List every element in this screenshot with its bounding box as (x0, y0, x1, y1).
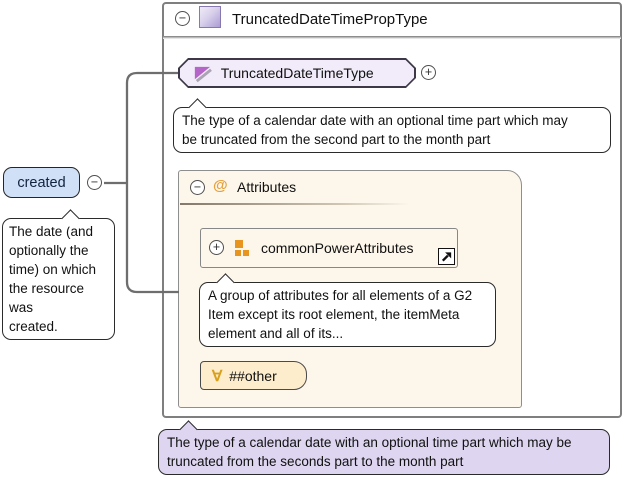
element-collapse-toggle-icon[interactable]: − (87, 175, 102, 190)
collapse-toggle-icon[interactable]: − (175, 11, 190, 26)
simple-type-icon (191, 64, 212, 83)
any-attribute-label: ##other (229, 367, 277, 384)
attributes-title: Attributes (237, 179, 297, 195)
group-expand-toggle-icon[interactable]: + (209, 240, 224, 255)
element-box-created[interactable]: created (3, 167, 80, 198)
complex-type-title: TruncatedDateTimePropType (232, 11, 428, 28)
attribute-group-icon (235, 240, 249, 256)
attributes-at-icon: @ (213, 177, 228, 194)
attributes-separator (180, 203, 410, 205)
expand-toggle-icon[interactable]: + (421, 65, 436, 80)
goto-definition-icon[interactable] (438, 248, 455, 265)
forall-icon: ∀ (212, 367, 223, 385)
base-type-label: TruncatedDateTimeType (220, 65, 374, 81)
complex-type-icon (199, 6, 221, 28)
element-tooltip: The date (and optionally the time) on wh… (2, 218, 115, 340)
base-type-box[interactable]: TruncatedDateTimeType (178, 58, 416, 88)
element-label: created (17, 174, 66, 191)
attribute-group-note: A group of attributes for all elements o… (199, 282, 496, 347)
attributes-collapse-toggle-icon[interactable]: − (190, 180, 205, 195)
base-type-note: The type of a calendar date with an opti… (173, 107, 611, 153)
attribute-group-box[interactable]: + commonPowerAttributes (200, 228, 458, 268)
bottom-annotation-note: The type of a calendar date with an opti… (158, 429, 610, 475)
header-separator (163, 36, 621, 39)
any-attribute-box[interactable]: ∀ ##other (200, 361, 307, 390)
attribute-group-label: commonPowerAttributes (261, 240, 414, 256)
